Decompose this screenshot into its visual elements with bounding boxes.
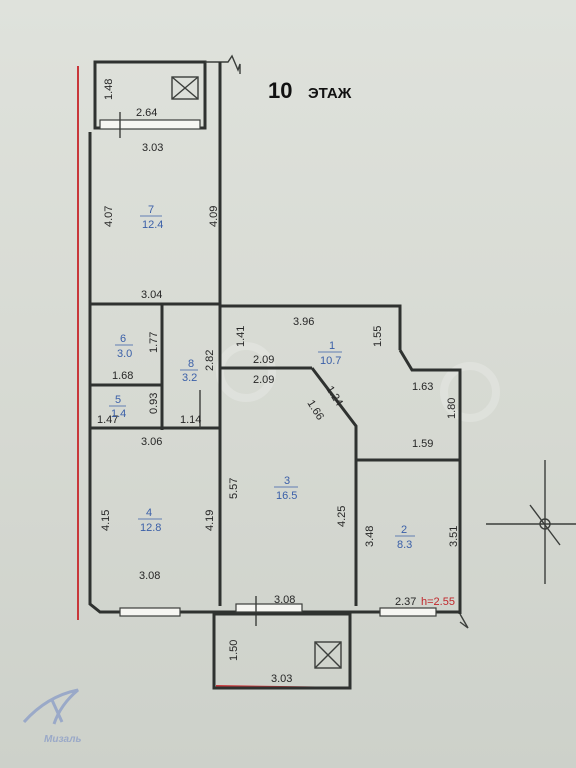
window-room2 <box>379 607 437 617</box>
room-4-number: 4 <box>146 507 152 519</box>
dim-room7-bottom: 3.04 <box>141 289 162 301</box>
niche-wall <box>398 349 462 614</box>
dim-hall-diag-1: 1.24 <box>324 384 346 409</box>
crosshair-marker <box>486 460 576 584</box>
room-4-area: 12.8 <box>140 522 161 534</box>
room-2-number: 2 <box>401 524 407 536</box>
dim-hall-diag-2: 1.66 <box>305 398 327 423</box>
window-room3 <box>235 603 303 613</box>
room-3-area: 16.5 <box>276 490 297 502</box>
dim-room3-bottom: 3.08 <box>274 594 295 606</box>
room-2-area: 8.3 <box>397 539 412 551</box>
upper-balcony-window <box>99 119 201 130</box>
room-7-number: 7 <box>148 204 154 216</box>
dim-hall-right: 1.55 <box>372 326 384 347</box>
lower-balcony <box>212 612 352 690</box>
room-3-number: 3 <box>284 475 290 487</box>
dim-room6-height: 1.77 <box>148 332 160 353</box>
dim-balcony-top-depth: 1.48 <box>103 79 115 100</box>
dim-hall-mid-upper: 2.09 <box>253 354 274 366</box>
dim-room7-top: 3.03 <box>142 142 163 154</box>
dim-room2-bottom: 2.37 <box>395 596 416 608</box>
dim-room4-right: 4.19 <box>204 510 216 531</box>
dim-hall-left: 1.41 <box>235 326 247 347</box>
dim-room2-left: 3.48 <box>364 526 376 547</box>
outer-wall-left <box>88 132 118 614</box>
dim-room8-height: 2.82 <box>204 350 216 371</box>
dim-room8-width: 1.14 <box>180 414 201 426</box>
dim-room3-right: 4.25 <box>336 506 348 527</box>
dim-room2-right: 3.51 <box>448 526 460 547</box>
room-8-number: 8 <box>188 358 194 370</box>
dim-hall-top: 3.96 <box>293 316 314 328</box>
room-1-area: 10.7 <box>320 355 341 367</box>
dim-balcony-top-width: 2.64 <box>136 107 157 119</box>
room-7-area: 12.4 <box>142 219 163 231</box>
dim-room5-height: 0.93 <box>148 393 160 414</box>
room-8-area: 3.2 <box>182 372 197 384</box>
floor-number: 10 <box>268 78 292 103</box>
dim-room5-width: 1.47 <box>97 414 118 426</box>
dim-niche-width: 1.63 <box>412 381 433 393</box>
dim-room7-right: 4.09 <box>208 206 220 227</box>
room-6-number: 6 <box>120 333 126 345</box>
watermark-logo: Мизаль <box>22 688 81 745</box>
room-6-area: 3.0 <box>117 348 132 360</box>
room-1-number: 1 <box>329 340 335 352</box>
lower-balcony-vent <box>314 641 342 669</box>
dim-balcony-bottom-depth: 1.50 <box>228 640 240 661</box>
ceiling-height: h=2.55 <box>421 596 455 608</box>
break-mark <box>205 54 241 74</box>
window-room4 <box>119 607 181 617</box>
dim-room6-width: 1.68 <box>112 370 133 382</box>
dim-balcony-bottom-width: 3.03 <box>271 673 292 685</box>
dim-room4-top: 3.06 <box>141 436 162 448</box>
watermark-text: Мизаль <box>44 734 81 745</box>
dim-hall-mid-lower: 2.09 <box>253 374 274 386</box>
room-5-number: 5 <box>115 394 121 406</box>
dim-room4-left: 4.15 <box>100 510 112 531</box>
dim-room2-top: 1.59 <box>412 438 433 450</box>
floor-label: ЭТАЖ <box>308 85 352 102</box>
dim-room7-left: 4.07 <box>103 206 115 227</box>
hall-wall <box>220 304 402 350</box>
dim-room3-left: 5.57 <box>228 478 240 499</box>
upper-balcony-vent <box>171 76 199 100</box>
dim-room4-bottom: 3.08 <box>139 570 160 582</box>
dim-niche-height: 1.80 <box>446 398 458 419</box>
room-5-area: 1.4 <box>111 408 126 420</box>
